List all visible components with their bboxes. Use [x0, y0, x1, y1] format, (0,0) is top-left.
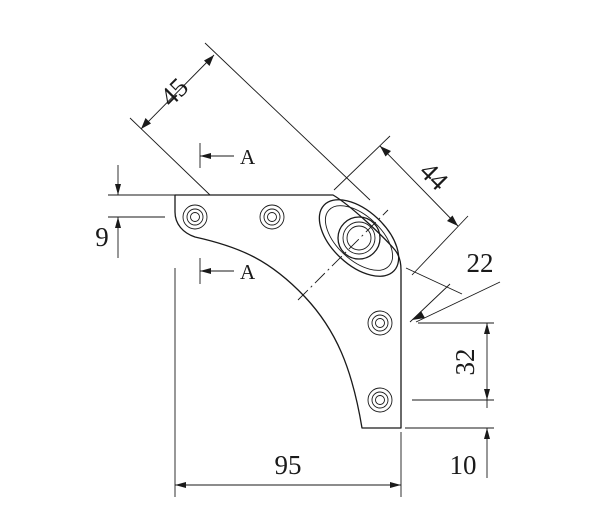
dim-22: 22 [405, 248, 501, 323]
dim-10: 10 [405, 400, 494, 480]
dim-9-label: 9 [95, 222, 109, 252]
dim-45: 45 [129, 42, 371, 201]
dim-9: 9 [95, 165, 175, 258]
dim-44-label: 44 [414, 156, 455, 197]
dim-45-label: 45 [154, 72, 194, 112]
dim-95: 95 [174, 268, 402, 497]
screw-hole-2 [259, 204, 285, 230]
dim-32: 32 [412, 322, 494, 401]
dim-10-label: 10 [450, 450, 477, 480]
dim-22-label: 22 [467, 248, 494, 278]
dim-44: 44 [333, 135, 469, 276]
section-label-top: A [240, 145, 256, 169]
bracket-outline [174, 194, 402, 429]
screw-hole-1 [182, 204, 208, 230]
screw-hole-3 [367, 310, 393, 336]
section-label-bottom: A [240, 260, 256, 284]
dim-95-label: 95 [275, 450, 302, 480]
pivot-boss [318, 199, 400, 277]
section-mark-top: A [199, 143, 256, 169]
screw-hole-4 [367, 387, 393, 413]
center-line [297, 209, 389, 301]
section-mark-bottom: A [199, 258, 256, 284]
dim-32-label: 32 [450, 349, 480, 376]
